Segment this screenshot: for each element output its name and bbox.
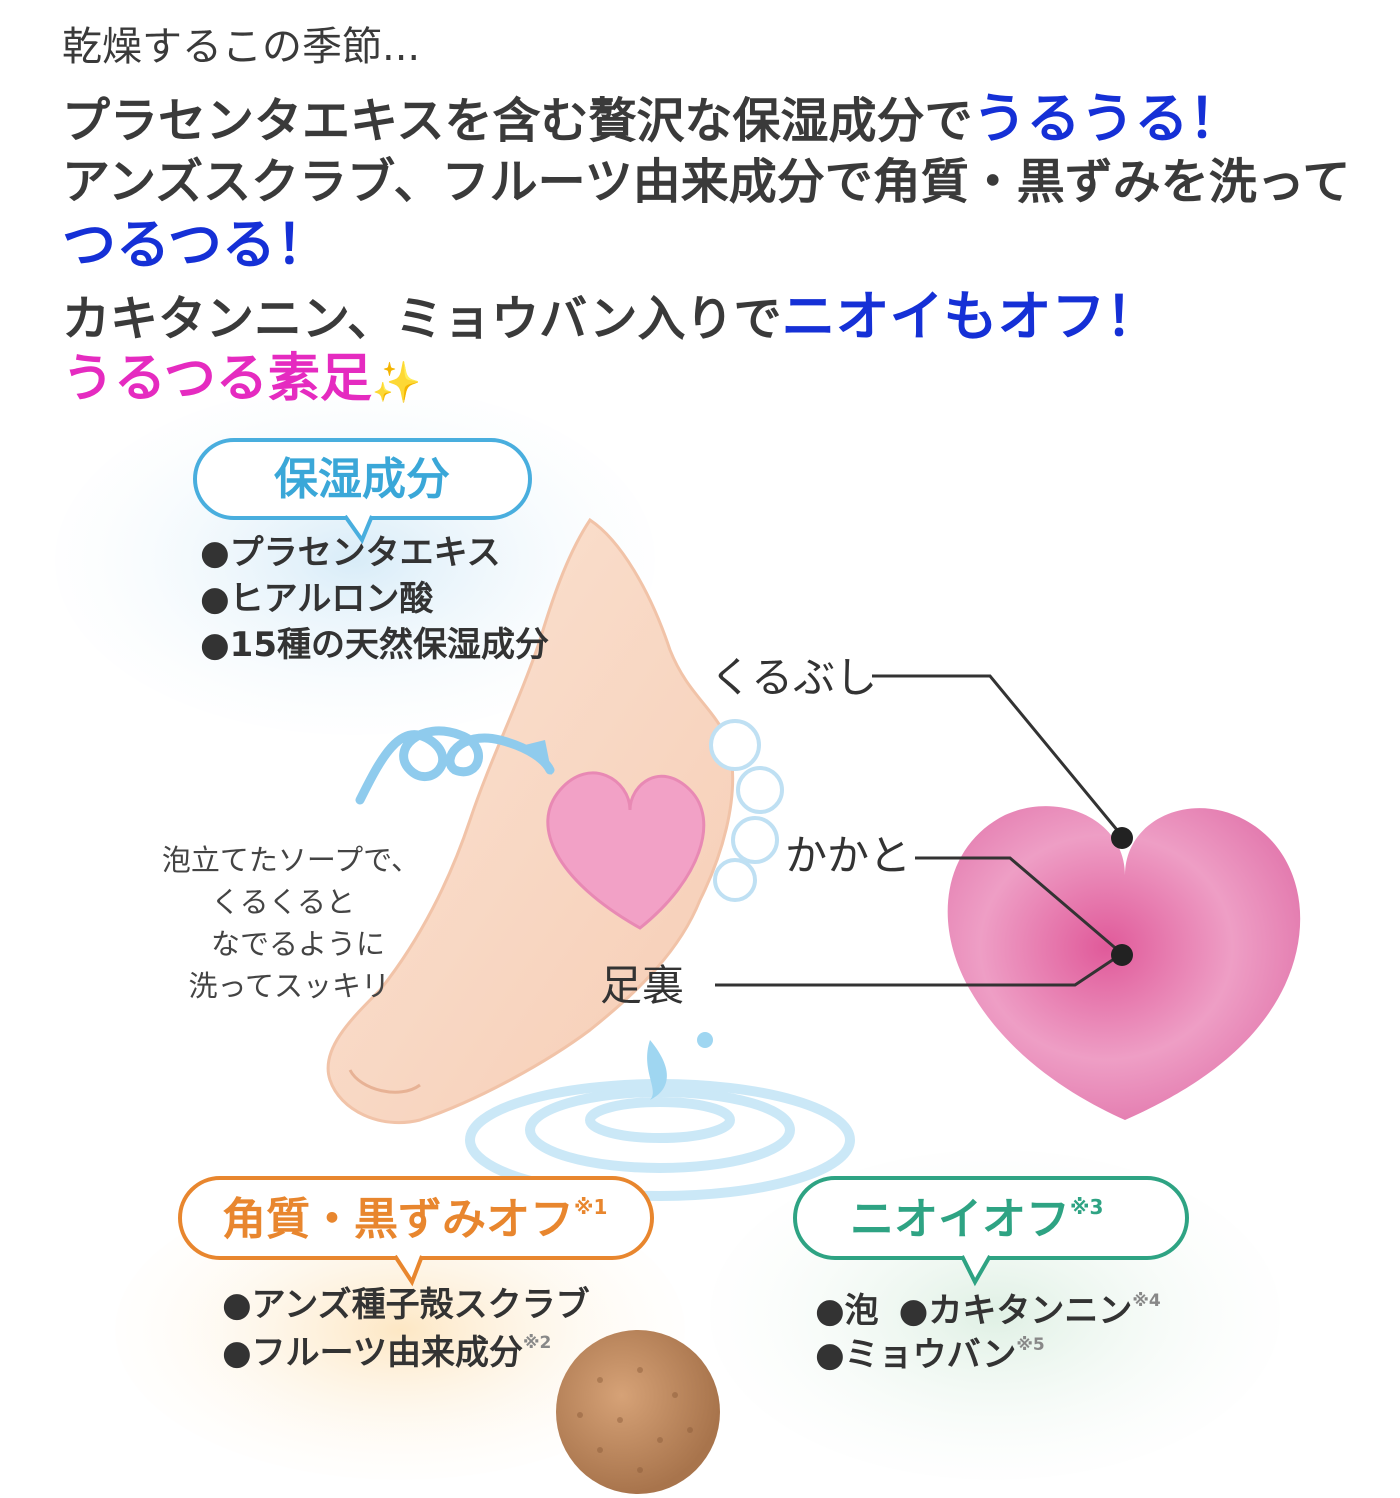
label-sole: 足裏 xyxy=(600,961,684,1010)
foot-care-diagram: くるぶし かかと 足裏 泡立てたソープで、 くるくると なでるように 洗ってスッ… xyxy=(55,400,1301,1494)
swirl-arrow-icon xyxy=(355,726,555,805)
leader-lines xyxy=(715,674,1124,987)
sparkle-icon: ✨ xyxy=(371,360,422,406)
odor-title: ニオイオフ※3 xyxy=(850,1194,1103,1245)
instruction-line-1: 泡立てたソープで、 xyxy=(162,843,420,877)
scrub-item-2-note: ※2 xyxy=(523,1333,551,1353)
odor-bubble-tail xyxy=(960,1255,992,1287)
scrub-item-2: ●フルーツ由来成分※2 xyxy=(222,1333,551,1373)
odor-title-text: ニオイオフ xyxy=(850,1194,1070,1245)
foam-bubbles-icon xyxy=(709,719,784,902)
headline-moisture: プラセンタエキスを含む贅沢な保湿成分でうるうる！ xyxy=(62,74,1243,153)
scrub-title: 角質・黒ずみオフ※1 xyxy=(222,1194,607,1245)
heel-point xyxy=(1111,944,1133,966)
scrub-item-2-text: ●フルーツ由来成分 xyxy=(222,1333,523,1373)
instruction-line-2: くるくると xyxy=(211,885,355,919)
water-droplet-icon xyxy=(697,1032,713,1048)
scrub-texture xyxy=(577,1367,693,1473)
moisture-bubble-tail xyxy=(343,514,374,545)
odor-title-note: ※3 xyxy=(1070,1195,1103,1219)
headline-odor-text: カキタンニン、ミョウバン入りで xyxy=(62,291,782,347)
scrub-bubble-tail xyxy=(393,1254,424,1287)
intro-line: 乾燥するこの季節... xyxy=(62,24,421,70)
headline-summary: うるつる素足✨ xyxy=(62,336,422,411)
ankle-point xyxy=(1111,827,1133,849)
headline-odor: カキタンニン、ミョウバン入りでニオイもオフ！ xyxy=(62,272,1160,351)
odor-section: ニオイオフ※3 ●泡 ●カキタンニン※4 ●ミョウバン※5 xyxy=(793,1176,1189,1375)
odor-item-tannin-note: ※4 xyxy=(1132,1291,1161,1311)
odor-item-2: ●ミョウバン※5 xyxy=(815,1335,1045,1375)
headline-scrub-emphasis-line: つるつる！ xyxy=(62,200,330,279)
instruction-text: 泡立てたソープで、 くるくると なでるように 洗ってスッキリ xyxy=(162,843,420,1003)
moisture-item-1: ●プラセンタエキス xyxy=(200,533,501,573)
headline-scrub-emphasis: つるつる！ xyxy=(62,213,330,276)
headline-odor-emphasis: ニオイもオフ！ xyxy=(781,285,1160,348)
headline-moisture-text: プラセンタエキスを含む贅沢な保湿成分で xyxy=(62,93,973,149)
toe-outline xyxy=(348,1069,421,1094)
label-heel: かかと xyxy=(785,831,911,880)
scrub-item-1: ●アンズ種子殻スクラブ xyxy=(222,1285,590,1325)
scrub-granules-image xyxy=(556,1330,720,1494)
instruction-line-3: なでるように xyxy=(211,927,385,961)
moisture-item-2: ●ヒアルロン酸 xyxy=(200,579,434,619)
arrow-head-icon xyxy=(525,740,552,775)
moisture-section: 保湿成分 ●プラセンタエキス ●ヒアルロン酸 ●15種の天然保湿成分 xyxy=(193,438,549,665)
heel-heart-icon xyxy=(546,771,706,930)
instruction-line-4: 洗ってスッキリ xyxy=(188,969,390,1003)
odor-item-1: ●泡 ●カキタンニン※4 xyxy=(815,1291,1161,1331)
scrub-section: 角質・黒ずみオフ※1 ●アンズ種子殻スクラブ ●フルーツ由来成分※2 xyxy=(178,1176,720,1494)
headline-scrub: アンズスクラブ、フルーツ由来成分で角質・黒ずみを洗って xyxy=(62,154,1351,210)
moisture-title: 保湿成分 xyxy=(274,454,450,505)
scrub-title-text: 角質・黒ずみオフ xyxy=(222,1194,574,1245)
water-drop-icon xyxy=(647,1040,667,1100)
foot-illustration xyxy=(326,517,735,1125)
moisture-item-3: ●15種の天然保湿成分 xyxy=(200,625,549,665)
odor-item-foam: ●泡 xyxy=(815,1291,879,1331)
odor-item-alum: ●ミョウバン xyxy=(815,1335,1016,1375)
label-ankle: くるぶし xyxy=(710,653,877,702)
scrub-title-note: ※1 xyxy=(574,1195,607,1219)
headline-moisture-emphasis: うるうる！ xyxy=(972,87,1243,150)
odor-item-tannin: ●カキタンニン xyxy=(899,1291,1133,1331)
headline-summary-emphasis: うるつる素足 xyxy=(62,349,372,409)
odor-item-alum-note: ※5 xyxy=(1016,1335,1044,1355)
